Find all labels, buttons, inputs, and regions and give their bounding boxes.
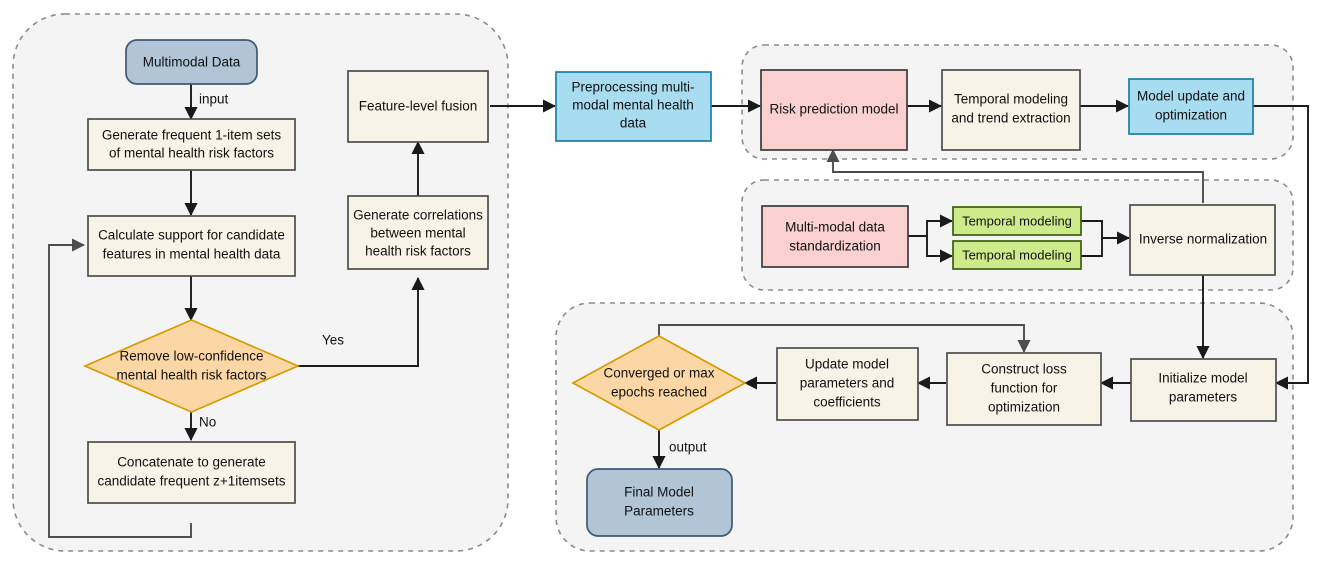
edge-temporalb-merge [1081, 238, 1103, 257]
node-multimodal-standardization-label-1: Multi-modal data [785, 220, 885, 235]
node-initialize-model-parameters[interactable]: Initialize model parameters [1130, 358, 1277, 422]
node-model-update-optimization[interactable]: Model update and optimization [1128, 78, 1254, 135]
edge-converged-loopback [658, 324, 1031, 354]
node-temporal-trend-extraction[interactable]: Temporal modeling and trend extraction [941, 69, 1081, 151]
node-inverse-normalization-label: Inverse normalization [1139, 232, 1267, 247]
node-preprocessing-label-2: modal mental health [572, 98, 694, 113]
node-generate-1item-sets-label-2: of mental health risk factors [109, 146, 274, 161]
edge-temporala-merge [1081, 220, 1103, 238]
node-temporal-trend-extraction-label-2: and trend extraction [951, 111, 1070, 126]
node-construct-loss-function-label-2: function for [991, 381, 1058, 396]
node-inverse-normalization[interactable]: Inverse normalization [1129, 204, 1276, 276]
node-temporal-modeling-b-label: Temporal modeling [962, 247, 1072, 262]
node-preprocessing[interactable]: Preprocessing multi- modal mental health… [555, 71, 712, 142]
edge-standardization-split-down [926, 236, 954, 263]
node-generate-correlations-label-1: Generate correlations [353, 208, 483, 223]
group-training-loop [555, 302, 1294, 552]
node-calculate-support[interactable]: Calculate support for candidate features… [87, 215, 296, 277]
node-construct-loss-function-label-1: Construct loss [981, 362, 1067, 377]
node-converged-check-label-2: epochs reached [611, 385, 707, 400]
node-temporal-modeling-a-label: Temporal modeling [962, 213, 1072, 228]
edge-concatenate-loopback [48, 238, 192, 538]
node-preprocessing-label-3: data [620, 116, 647, 131]
node-multimodal-standardization-label-2: standardization [789, 239, 881, 254]
node-final-model-parameters-label-1: Final Model [624, 485, 694, 500]
node-update-model-parameters[interactable]: Update model parameters and coefficients [776, 347, 919, 421]
edge-label-input: input [199, 92, 229, 107]
edge-label-no: No [199, 415, 216, 430]
node-model-update-optimization-label-2: optimization [1155, 108, 1227, 123]
node-concatenate-label-1: Concatenate to generate [117, 455, 266, 470]
node-generate-correlations-label-2: between mental [370, 226, 465, 241]
node-feature-level-fusion[interactable]: Feature-level fusion [347, 70, 489, 143]
node-generate-1item-sets[interactable]: Generate frequent 1-item sets of mental … [87, 118, 296, 171]
node-temporal-modeling-b[interactable]: Temporal modeling [952, 240, 1082, 270]
node-construct-loss-function[interactable]: Construct loss function for optimization [946, 352, 1102, 426]
node-final-model-parameters[interactable]: Final Model Parameters [586, 468, 733, 537]
node-feature-level-fusion-label: Feature-level fusion [359, 99, 478, 114]
node-temporal-trend-extraction-label-1: Temporal modeling [954, 92, 1068, 107]
node-update-model-parameters-label-1: Update model [805, 357, 889, 372]
node-model-update-optimization-label-1: Model update and [1137, 89, 1245, 104]
node-multimodal-standardization[interactable]: Multi-modal data standardization [761, 205, 909, 268]
node-risk-prediction-model[interactable]: Risk prediction model [760, 69, 908, 151]
node-remove-low-confidence-label-1: Remove low-confidence [119, 349, 263, 364]
node-remove-low-confidence-label-2: mental health risk factors [116, 368, 266, 383]
node-remove-low-confidence[interactable]: Remove low-confidence mental health risk… [82, 319, 301, 413]
node-update-model-parameters-label-3: coefficients [813, 395, 881, 410]
node-multimodal-data[interactable]: Multimodal Data [125, 39, 258, 85]
edge-label-output: output [669, 440, 707, 455]
node-final-model-parameters-label-2: Parameters [624, 504, 694, 519]
node-update-model-parameters-label-2: parameters and [800, 376, 895, 391]
edge-remove-yes-to-correlations [298, 276, 425, 367]
node-temporal-modeling-a[interactable]: Temporal modeling [952, 206, 1082, 236]
node-calculate-support-label-1: Calculate support for candidate [98, 228, 285, 243]
node-construct-loss-function-label-3: optimization [988, 400, 1060, 415]
node-risk-prediction-model-label: Risk prediction model [769, 102, 898, 117]
node-converged-check[interactable]: Converged or max epochs reached [571, 335, 747, 431]
node-multimodal-data-label: Multimodal Data [143, 55, 241, 70]
edge-label-yes: Yes [322, 333, 344, 348]
node-initialize-model-parameters-label-1: Initialize model [1158, 371, 1247, 386]
edge-standardization-split-up [926, 214, 954, 236]
node-preprocessing-label-1: Preprocessing multi- [571, 80, 694, 95]
node-converged-check-label-1: Converged or max [603, 366, 714, 381]
node-calculate-support-label-2: features in mental health data [103, 247, 281, 262]
node-generate-correlations-label-3: health risk factors [365, 244, 471, 259]
edge-modelupdate-to-initialize [1252, 105, 1309, 390]
node-concatenate[interactable]: Concatenate to generate candidate freque… [87, 441, 296, 504]
node-generate-1item-sets-label-1: Generate frequent 1-item sets [102, 128, 282, 143]
node-concatenate-label-2: candidate frequent z+1itemsets [98, 474, 286, 489]
node-generate-correlations[interactable]: Generate correlations between mental hea… [347, 195, 489, 270]
node-initialize-model-parameters-label-2: parameters [1169, 390, 1238, 405]
edge-temporalgroup-to-riskmodel [826, 148, 1204, 203]
